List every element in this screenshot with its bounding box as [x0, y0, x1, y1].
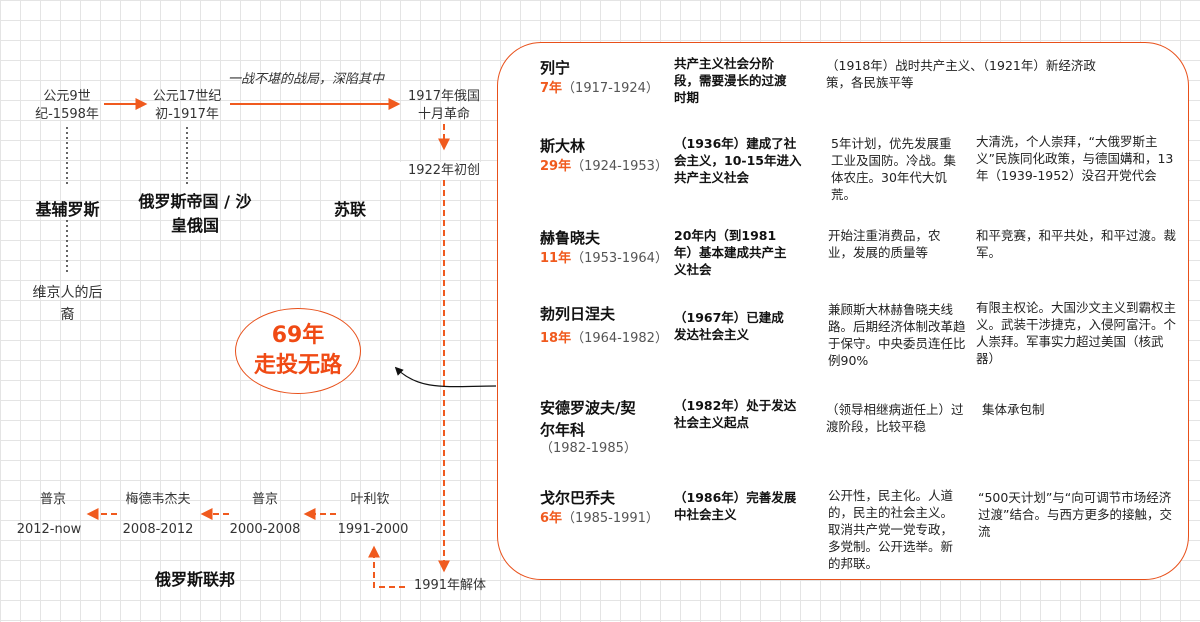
leader-politics: 大清洗，个人崇拜，“大俄罗斯主义”民族同化政策，与德国媾和，13年（1939-1…: [976, 134, 1174, 183]
revolution-label: 1917年俄国十月革命: [407, 89, 481, 122]
kievan-period: 公元9世纪-1598年: [35, 89, 99, 122]
leader-policy: （1967年）已建成发达社会主义: [674, 310, 784, 342]
federation-name: 俄罗斯联邦: [154, 570, 235, 589]
empire-name: 俄罗斯帝国 / 沙皇俄国: [138, 192, 252, 235]
callout-line2: 走投无路: [253, 353, 342, 378]
kievan-note: 维京人的后裔: [32, 285, 103, 323]
curved-arrow-callout: [394, 366, 497, 388]
leader-economy: 兼顾斯大林赫鲁晓夫线路。后期经济体制改革趋于保守。中央委员连任比例90%: [828, 302, 966, 368]
dissolved-label: 1991年解体: [413, 578, 487, 593]
president-years: 2008-2012: [122, 522, 194, 537]
leader-name: 列宁: [540, 59, 571, 77]
leader-policy: 共产主义社会分阶段，需要漫长的过渡时期: [674, 56, 787, 105]
leader-tenure: 18年: [540, 331, 572, 346]
leader-tenure: 6年: [540, 511, 563, 526]
leader-economy: （领导相继病逝任上）过渡阶段，比较平稳: [826, 402, 964, 434]
leader-years: 6年（1985-1991）: [540, 509, 659, 529]
leader-name: 赫鲁晓夫: [540, 229, 601, 247]
president-years: 2000-2008: [229, 522, 301, 537]
leader-range: （1917-1924）: [562, 81, 659, 96]
president-name: 普京: [251, 492, 278, 507]
leader-politics: 集体承包制: [982, 402, 1045, 417]
callout-69-years: 69年 走投无路: [235, 308, 361, 394]
dashed-arrow-yeltsin: [368, 545, 405, 588]
war-note: 一战不堪的战局，深陷其中: [228, 72, 385, 87]
founded-label: 1922年初创: [398, 162, 490, 180]
leader-tenure: 29年: [540, 159, 572, 174]
president-name: 普京: [39, 492, 66, 507]
leader-years: 18年（1964-1982）: [540, 329, 668, 349]
leader-range: （1924-1953）: [571, 159, 668, 174]
leader-policy: （1982年）处于发达社会主义起点: [674, 398, 797, 430]
ussr-name: 苏联: [333, 200, 366, 219]
leader-range: （1985-1991）: [562, 511, 659, 526]
president-years: 1991-2000: [337, 522, 409, 537]
callout-line1: 69年: [271, 323, 325, 348]
leader-range: （1953-1964）: [571, 251, 668, 266]
leader-policy: （1936年）建成了社会主义，10-15年进入共产主义社会: [674, 136, 802, 185]
leader-economy: 5年计划，优先发展重工业及国防。冷战。集体农庄。30年代大饥荒。: [831, 136, 957, 202]
leader-policy: 20年内（到1981年）基本建成共产主义社会: [674, 228, 787, 277]
president-name: 梅德韦杰夫: [125, 492, 191, 507]
leader-policy: （1986年）完善发展中社会主义: [674, 490, 797, 522]
leader-name: 戈尔巴乔夫: [540, 489, 616, 507]
leader-politics: 和平竞赛，和平共处，和平过渡。裁军。: [976, 228, 1177, 260]
leader-economy: 开始注重消费品，农业，发展的质量等: [828, 228, 941, 260]
president-name: 叶利钦: [350, 492, 390, 507]
leader-years: （1982-1985）: [540, 439, 637, 459]
kievan-name: 基辅罗斯: [35, 200, 100, 219]
leader-politics: “500天计划”与“向可调节市场经济过渡”结合。与西方更多的接触，交流: [978, 490, 1172, 539]
leader-years: 29年（1924-1953）: [540, 157, 668, 177]
leader-tenure: 7年: [540, 81, 563, 96]
leader-years: 7年（1917-1924）: [540, 79, 659, 99]
president-years: 2012-now: [16, 522, 82, 537]
leader-range: （1982-1985）: [540, 441, 637, 456]
leader-politics: 有限主权论。大国沙文主义到霸权主义。武装干涉捷克，入侵阿富汗。个人崇拜。军事实力…: [976, 300, 1177, 366]
leader-economy: 公开性，民主化。人道的，民主的社会主义。取消共产党一党专政，多党制。公开选举。新…: [828, 488, 954, 571]
leader-name: 斯大林: [540, 137, 586, 155]
leader-years: 11年（1953-1964）: [540, 249, 668, 269]
leader-range: （1964-1982）: [571, 331, 668, 346]
leader-name: 安德罗波夫/契尔年科: [540, 399, 636, 439]
empire-period: 公元17世纪初-1917年: [152, 89, 222, 122]
leader-economy: （1918年）战时共产主义、（1921年）新经济政策，各民族平等: [826, 58, 1096, 90]
leader-tenure: 11年: [540, 251, 572, 266]
leaders-panel: 列宁 7年（1917-1924） 共产主义社会分阶段，需要漫长的过渡时期 （19…: [497, 42, 1189, 580]
leader-name: 勃列日涅夫: [540, 305, 616, 323]
